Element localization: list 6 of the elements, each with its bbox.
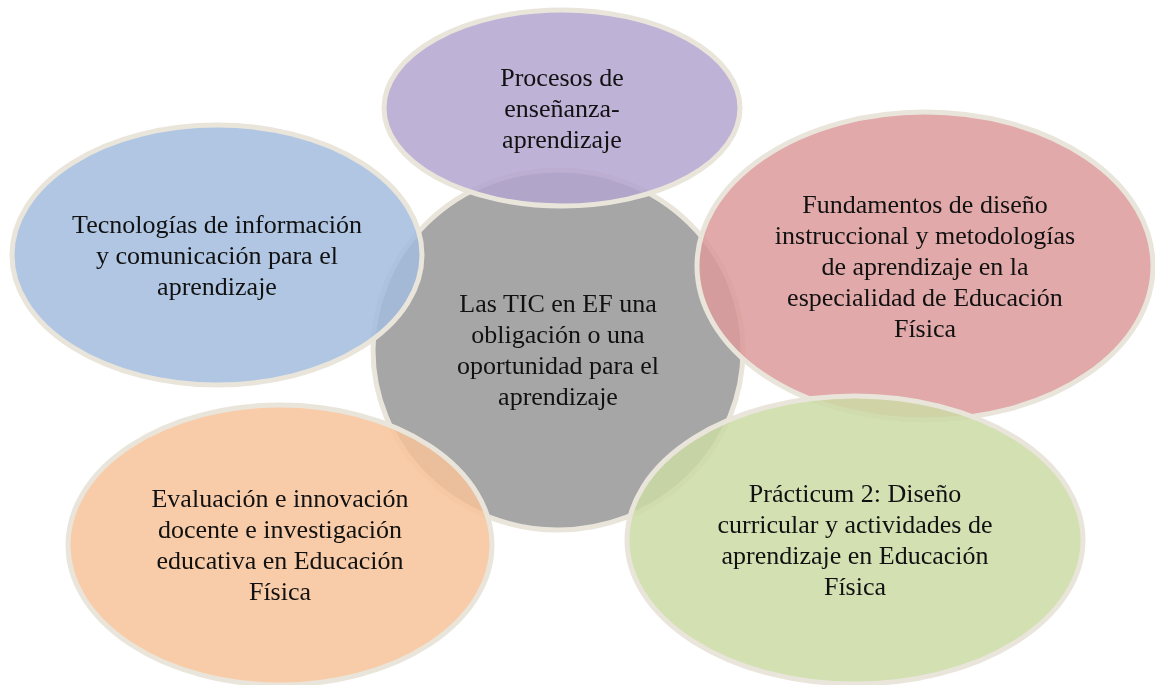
node-text: Evaluación e innovación docente e investigación educativa en Educación Física	[150, 483, 410, 607]
node-text: Fundamentos de diseño instruccional y metodologías de aprendizaje en la especialidad de Educación Física	[773, 188, 1077, 344]
node-text: Prácticum 2: Diseño curricular y actividades de aprendizaje en Educación Física	[716, 478, 994, 602]
node-text: Tecnologías de información y comunicación para el aprendizaje	[71, 208, 363, 302]
node-text: Procesos de enseñanza-aprendizaje	[499, 61, 625, 155]
node-text: Las TIC en EF una obligación o una oportunidad para el aprendizaje	[455, 288, 661, 412]
